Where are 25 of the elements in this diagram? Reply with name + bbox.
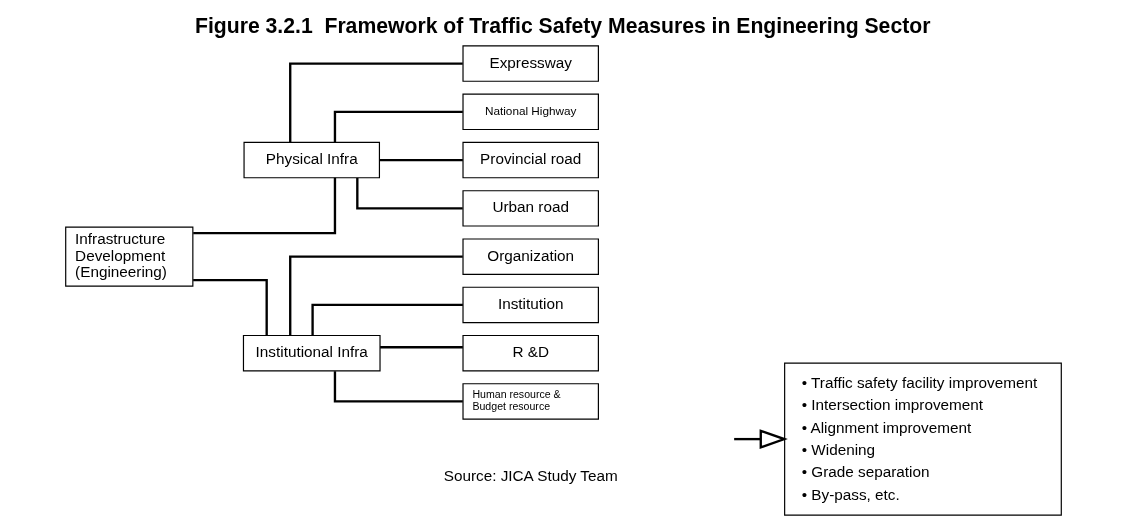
node-box: Institutional Infra	[242, 334, 381, 372]
node-box: National Highway	[461, 93, 599, 131]
node-box: R &D	[461, 334, 599, 372]
node-box: Urban road	[461, 190, 599, 227]
node-box: Human resource & Budget resource	[461, 383, 599, 420]
connector	[192, 279, 268, 336]
connector	[355, 178, 463, 210]
connector	[333, 110, 463, 143]
node-box: Organization	[461, 238, 599, 275]
connector	[379, 158, 463, 162]
arrow	[733, 429, 788, 449]
connector	[310, 303, 463, 336]
connector	[333, 371, 463, 403]
node-box: Expressway	[461, 45, 599, 82]
label: Source: JICA Study Team	[443, 466, 618, 484]
node-box: Institution	[461, 286, 599, 324]
connector	[192, 177, 336, 235]
node-box: • Traffic safety facility improvement • Intersection improvement • Alignment improvement • Widening • Grade separation • By-pass, etc.	[783, 362, 1062, 516]
diagram-title: Figure 3.2.1 Framework of Traffic Safety Measures in Engineering Sector	[194, 14, 930, 38]
connector	[288, 62, 463, 143]
connector	[288, 255, 463, 336]
node-box: Physical Infra	[242, 141, 380, 179]
node-box: Provincial road	[461, 141, 599, 179]
connector	[379, 346, 463, 349]
node-box: Infrastructure Development (Engineering)	[64, 226, 193, 287]
